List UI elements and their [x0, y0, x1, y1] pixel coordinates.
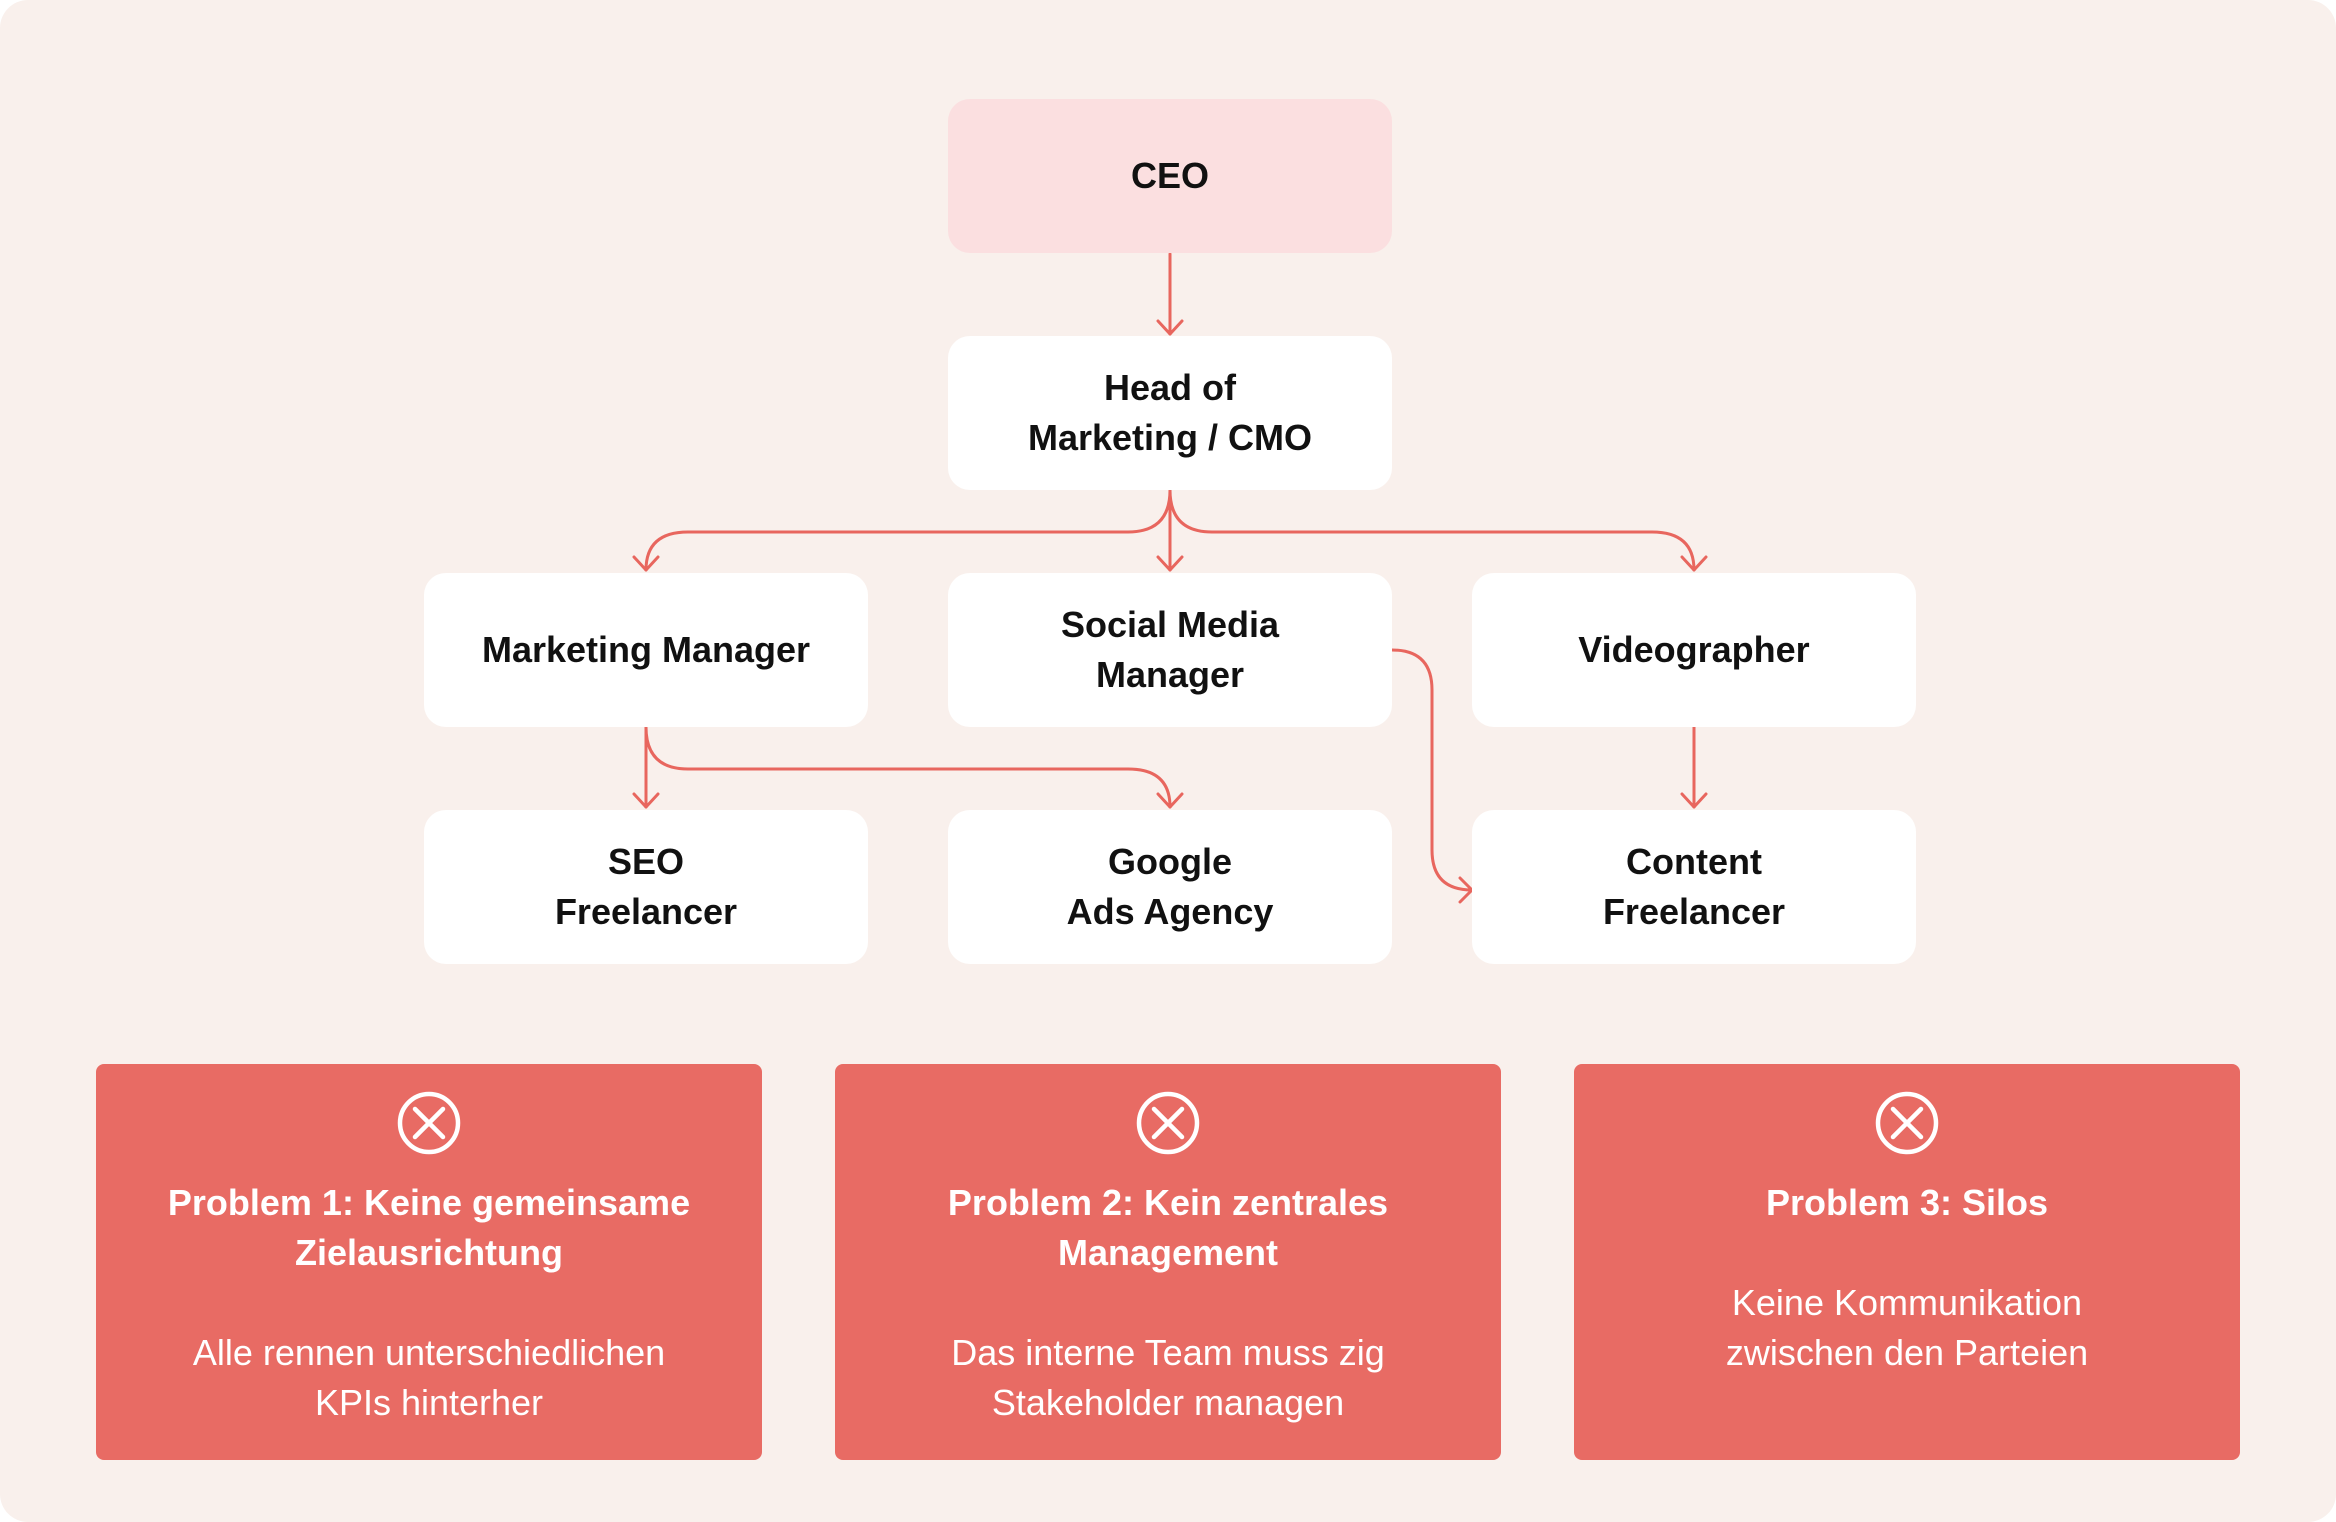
node-seo-freelancer: SEO Freelancer [424, 810, 868, 964]
node-google-ads-agency: Google Ads Agency [948, 810, 1392, 964]
arrowhead-marketing-manager [632, 555, 660, 572]
arrowhead-seo [632, 792, 660, 809]
x-circle-icon [1875, 1091, 1939, 1155]
connector-social-media-to-content [1390, 648, 1474, 892]
problem-description: Alle rennen unterschiedlichen KPIs hinte… [192, 1332, 666, 1423]
problem-card-3: Problem 3: Silos Keine Kommunikation zwi… [1574, 1064, 2240, 1460]
connector-head-to-videographer [1168, 488, 1696, 572]
connector-head-to-marketing-manager [644, 488, 1172, 572]
node-marketing-manager: Marketing Manager [424, 573, 868, 727]
connector-mm-to-google-ads [644, 725, 1172, 809]
problem-title: Problem 1: Keine gemeinsame Zielausricht… [167, 1182, 691, 1273]
problem-card-1: Problem 1: Keine gemeinsame Zielausricht… [96, 1064, 762, 1460]
problem-description: Das interne Team muss zig Stakeholder ma… [951, 1332, 1385, 1423]
node-content-freelancer: Content Freelancer [1472, 810, 1916, 964]
arrowhead-head [1156, 319, 1184, 336]
node-ceo: CEO [948, 99, 1392, 253]
arrowhead-videographer [1680, 555, 1708, 572]
arrowhead-google-ads [1156, 792, 1184, 809]
node-head-of-marketing: Head of Marketing / CMO [948, 336, 1392, 490]
node-videographer: Videographer [1472, 573, 1916, 727]
node-social-media-manager: Social Media Manager [948, 573, 1392, 727]
problem-title: Problem 2: Kein zentrales Management [947, 1182, 1389, 1273]
arrowhead-content-from-videographer [1680, 792, 1708, 809]
arrowhead-social-media [1156, 555, 1184, 572]
x-circle-icon [397, 1091, 461, 1155]
problem-description: Keine Kommunikation zwischen den Parteie… [1725, 1282, 2089, 1373]
x-circle-icon [1136, 1091, 1200, 1155]
problem-title: Problem 3: Silos [1765, 1182, 2049, 1223]
problem-card-2: Problem 2: Kein zentrales Management Das… [835, 1064, 1501, 1460]
